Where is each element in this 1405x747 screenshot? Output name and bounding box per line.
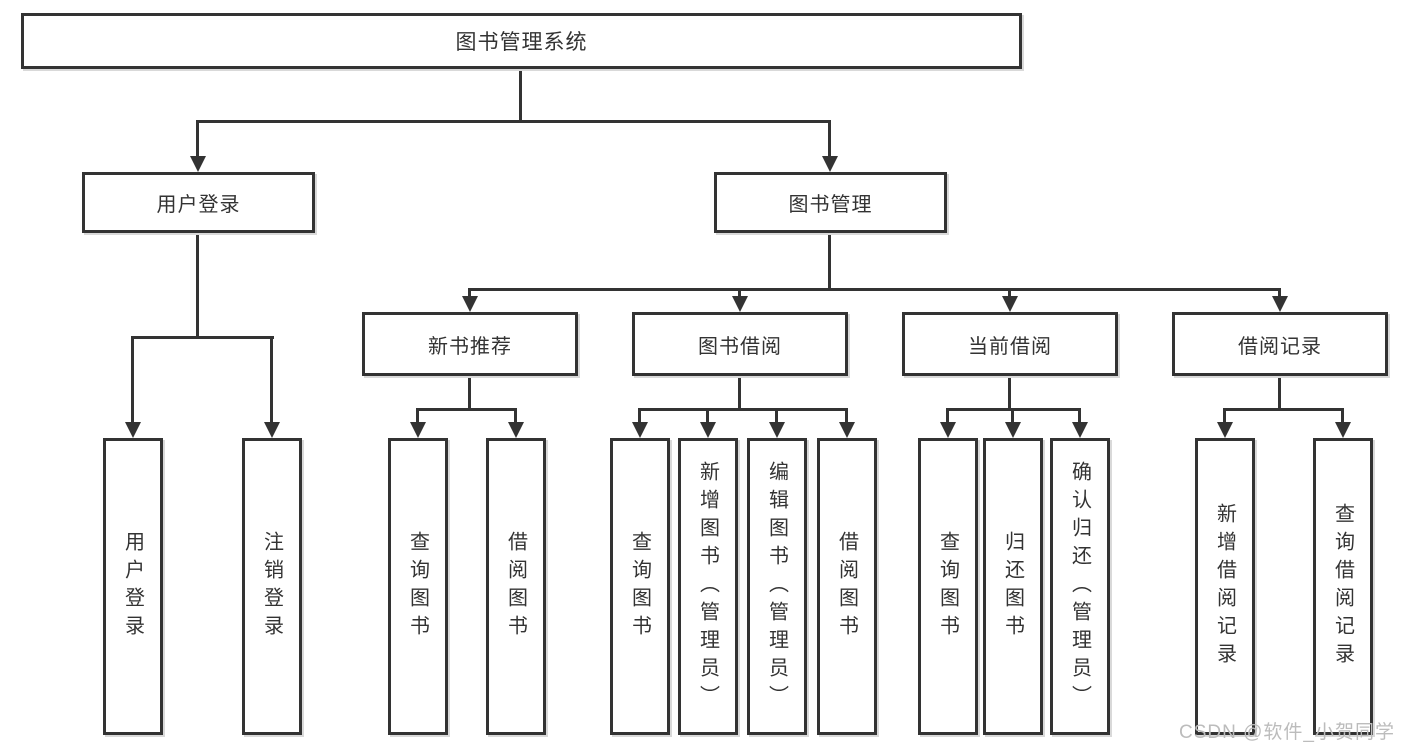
leaf-add-borrow-record: 新增借阅记录 — [1195, 438, 1255, 735]
connector-line — [1011, 408, 1014, 423]
connector-line — [638, 408, 641, 423]
connector-line — [519, 69, 522, 120]
arrow-down-icon — [822, 156, 838, 172]
arrow-down-icon — [462, 296, 478, 312]
connector-line — [416, 408, 517, 411]
connector-line — [514, 408, 517, 423]
connector-line — [1223, 408, 1226, 423]
arrow-down-icon — [732, 296, 748, 312]
leaf-query-borrow-record: 查询借阅记录 — [1313, 438, 1373, 735]
arrow-down-icon — [1005, 422, 1021, 438]
node-current-borrow: 当前借阅 — [902, 312, 1118, 376]
node-root: 图书管理系统 — [21, 13, 1022, 69]
connector-line — [468, 376, 471, 408]
connector-line — [131, 336, 274, 339]
connector-line — [775, 408, 778, 423]
leaf-borrow-books-2: 借阅图书 — [817, 438, 877, 735]
leaf-logout: 注销登录 — [242, 438, 302, 735]
connector-line — [196, 233, 199, 336]
arrow-down-icon — [1002, 296, 1018, 312]
node-user-login: 用户登录 — [82, 172, 315, 233]
arrow-down-icon — [700, 422, 716, 438]
arrow-down-icon — [769, 422, 785, 438]
arrow-down-icon — [632, 422, 648, 438]
leaf-user-login: 用户登录 — [103, 438, 163, 735]
connector-line — [1008, 288, 1011, 297]
leaf-query-books-2: 查询图书 — [610, 438, 670, 735]
leaf-return-book: 归还图书 — [983, 438, 1043, 735]
arrow-down-icon — [940, 422, 956, 438]
leaf-edit-book-admin: 编辑图书（管理员） — [747, 438, 807, 735]
node-book-borrow: 图书借阅 — [632, 312, 848, 376]
connector-line — [270, 336, 273, 423]
connector-line — [1278, 376, 1281, 408]
arrow-down-icon — [1272, 296, 1288, 312]
arrow-down-icon — [264, 422, 280, 438]
connector-line — [1008, 376, 1011, 408]
node-borrow-record: 借阅记录 — [1172, 312, 1388, 376]
connector-line — [416, 408, 419, 423]
connector-line — [845, 408, 848, 423]
leaf-query-books-3: 查询图书 — [918, 438, 978, 735]
arrow-down-icon — [1217, 422, 1233, 438]
arrow-down-icon — [190, 156, 206, 172]
arrow-down-icon — [1335, 422, 1351, 438]
connector-line — [1341, 408, 1344, 423]
connector-line — [468, 288, 1281, 291]
connector-line — [638, 408, 848, 411]
arrow-down-icon — [125, 422, 141, 438]
connector-line — [1278, 288, 1281, 297]
leaf-borrow-books-1: 借阅图书 — [486, 438, 546, 735]
connector-line — [738, 288, 741, 297]
arrow-down-icon — [839, 422, 855, 438]
connector-line — [946, 408, 949, 423]
watermark: CSDN @软件_小贺同学 — [1179, 722, 1395, 743]
connector-line — [828, 233, 831, 288]
arrow-down-icon — [508, 422, 524, 438]
leaf-confirm-return-admin: 确认归还（管理员） — [1050, 438, 1110, 735]
leaf-query-books-1: 查询图书 — [388, 438, 448, 735]
connector-line — [196, 120, 831, 123]
connector-line — [131, 336, 134, 423]
arrow-down-icon — [410, 422, 426, 438]
connector-line — [468, 288, 471, 297]
connector-line — [738, 376, 741, 408]
connector-line — [828, 120, 831, 157]
connector-line — [706, 408, 709, 423]
connector-line — [196, 120, 199, 157]
connector-line — [1078, 408, 1081, 423]
arrow-down-icon — [1072, 422, 1088, 438]
node-new-book-recommend: 新书推荐 — [362, 312, 578, 376]
connector-line — [1223, 408, 1344, 411]
node-book-management: 图书管理 — [714, 172, 947, 233]
leaf-add-book-admin: 新增图书（管理员） — [678, 438, 738, 735]
